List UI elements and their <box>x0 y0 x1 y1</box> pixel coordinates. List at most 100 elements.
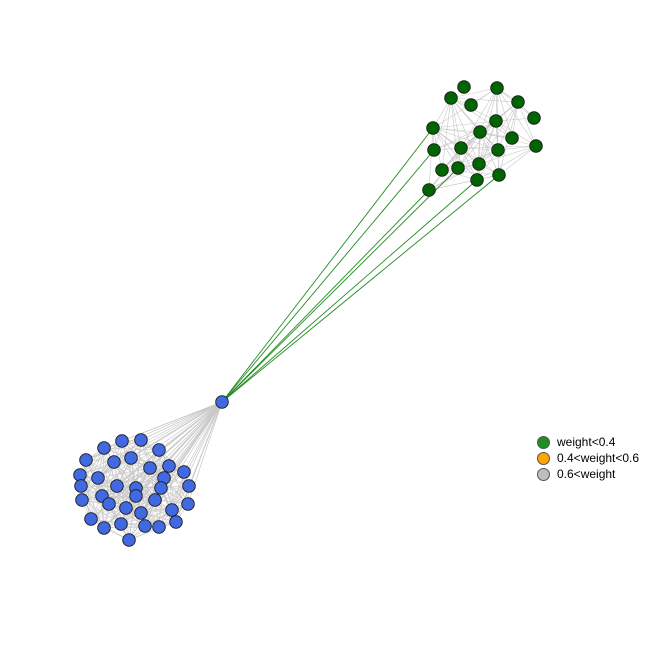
node-green <box>511 95 525 109</box>
edge-green-cluster <box>433 120 497 151</box>
node-blue <box>97 521 111 535</box>
node-green <box>472 157 486 171</box>
edge-green-cluster <box>496 87 537 147</box>
edge-blue-cluster <box>103 447 160 451</box>
node-blue <box>110 479 124 493</box>
edge-green-cluster <box>441 97 452 171</box>
node-blue <box>152 443 166 457</box>
edge-blue-cluster <box>116 477 165 487</box>
legend-label-high: 0.6<weight <box>557 467 616 481</box>
node-green <box>505 131 519 145</box>
edge-green-cluster <box>432 127 481 133</box>
edge-blue-cluster <box>101 457 132 497</box>
edge-blue-cluster <box>103 499 156 529</box>
node-green <box>444 91 458 105</box>
legend-label-low: weight<0.4 <box>557 435 616 449</box>
edge-green-cluster <box>497 101 519 151</box>
node-blue <box>169 515 183 529</box>
legend-swatch-high <box>537 467 550 481</box>
edge-green-cluster <box>450 97 499 151</box>
edge-green-cluster <box>441 149 499 171</box>
legend-label-mid: 0.4<weight<0.6 <box>557 451 640 465</box>
edge-green-cluster <box>433 131 481 151</box>
legend-swatch-low <box>537 435 550 449</box>
edge-blue-cluster <box>144 503 189 527</box>
node-blue <box>79 453 93 467</box>
edge-blue-cluster <box>116 465 170 487</box>
edge-green-cluster <box>441 120 497 171</box>
edge-bridge <box>221 127 434 403</box>
edge-green-cluster <box>450 97 513 139</box>
node-blue <box>107 455 121 469</box>
edge-hub-blue <box>171 401 223 511</box>
edge-green-cluster <box>476 131 481 181</box>
edge-blue-cluster <box>85 439 142 461</box>
edge-green-cluster <box>428 131 481 191</box>
node-blue <box>134 433 148 447</box>
edge-blue-cluster <box>90 512 142 520</box>
edge-blue-cluster <box>97 477 142 514</box>
edge-blue-cluster <box>80 485 122 525</box>
edges-bridge <box>221 127 500 403</box>
node-green <box>473 125 487 139</box>
node-blue <box>134 506 148 520</box>
node-blue <box>181 497 195 511</box>
edge-green-cluster <box>476 145 537 181</box>
legend: weight<0.4 0.4<weight<0.6 0.6<weight <box>537 434 639 482</box>
node-green <box>427 143 441 157</box>
node-green <box>454 141 468 155</box>
edge-blue-cluster <box>168 465 173 511</box>
node-green <box>457 80 471 94</box>
node-blue <box>114 517 128 531</box>
edge-green-cluster <box>432 127 499 151</box>
node-green <box>491 143 505 157</box>
nodes <box>73 80 543 547</box>
edge-green-cluster <box>478 120 497 165</box>
node-green <box>529 139 543 153</box>
legend-item-mid: 0.4<weight<0.6 <box>537 450 639 466</box>
edge-green-cluster <box>498 145 537 176</box>
node-blue <box>129 489 143 503</box>
node-blue <box>84 512 98 526</box>
edge-green-cluster <box>428 163 480 191</box>
node-blue <box>102 497 116 511</box>
node-green <box>527 111 541 125</box>
edge-hub-blue <box>183 401 223 473</box>
node-blue <box>138 519 152 533</box>
edge-green-cluster <box>478 145 537 165</box>
edge-green-cluster <box>457 120 497 169</box>
node-green <box>492 168 506 182</box>
node-green <box>426 121 440 135</box>
edge-blue-cluster <box>140 503 189 514</box>
legend-item-high: 0.6<weight <box>537 466 639 482</box>
edge-green-cluster <box>441 169 500 176</box>
node-hub <box>215 395 229 409</box>
edge-green-cluster <box>433 97 452 151</box>
edge-blue-cluster <box>103 495 137 529</box>
edge-green-cluster <box>432 120 497 129</box>
edge-green-cluster <box>432 127 513 139</box>
node-blue <box>122 533 136 547</box>
edge-blue-cluster <box>80 485 105 529</box>
edge-blue-cluster <box>81 499 122 525</box>
node-blue <box>75 493 89 507</box>
node-blue <box>143 461 157 475</box>
edge-bridge <box>221 174 500 403</box>
edge-green-cluster <box>450 87 498 99</box>
legend-swatch-mid <box>537 451 550 465</box>
edge-green-cluster <box>428 127 434 191</box>
edge-blue-cluster <box>80 485 137 497</box>
node-blue <box>119 501 133 515</box>
node-blue <box>124 451 138 465</box>
node-blue <box>148 493 162 507</box>
edge-hub-blue <box>140 401 223 441</box>
edge-blue-cluster <box>140 485 190 514</box>
node-blue <box>165 503 179 517</box>
edge-bridge <box>221 179 478 403</box>
legend-item-low: weight<0.4 <box>537 434 639 450</box>
edge-blue-cluster <box>135 495 177 523</box>
edge-blue-cluster <box>80 485 137 489</box>
edge-green-cluster <box>517 101 537 147</box>
node-blue <box>91 471 105 485</box>
